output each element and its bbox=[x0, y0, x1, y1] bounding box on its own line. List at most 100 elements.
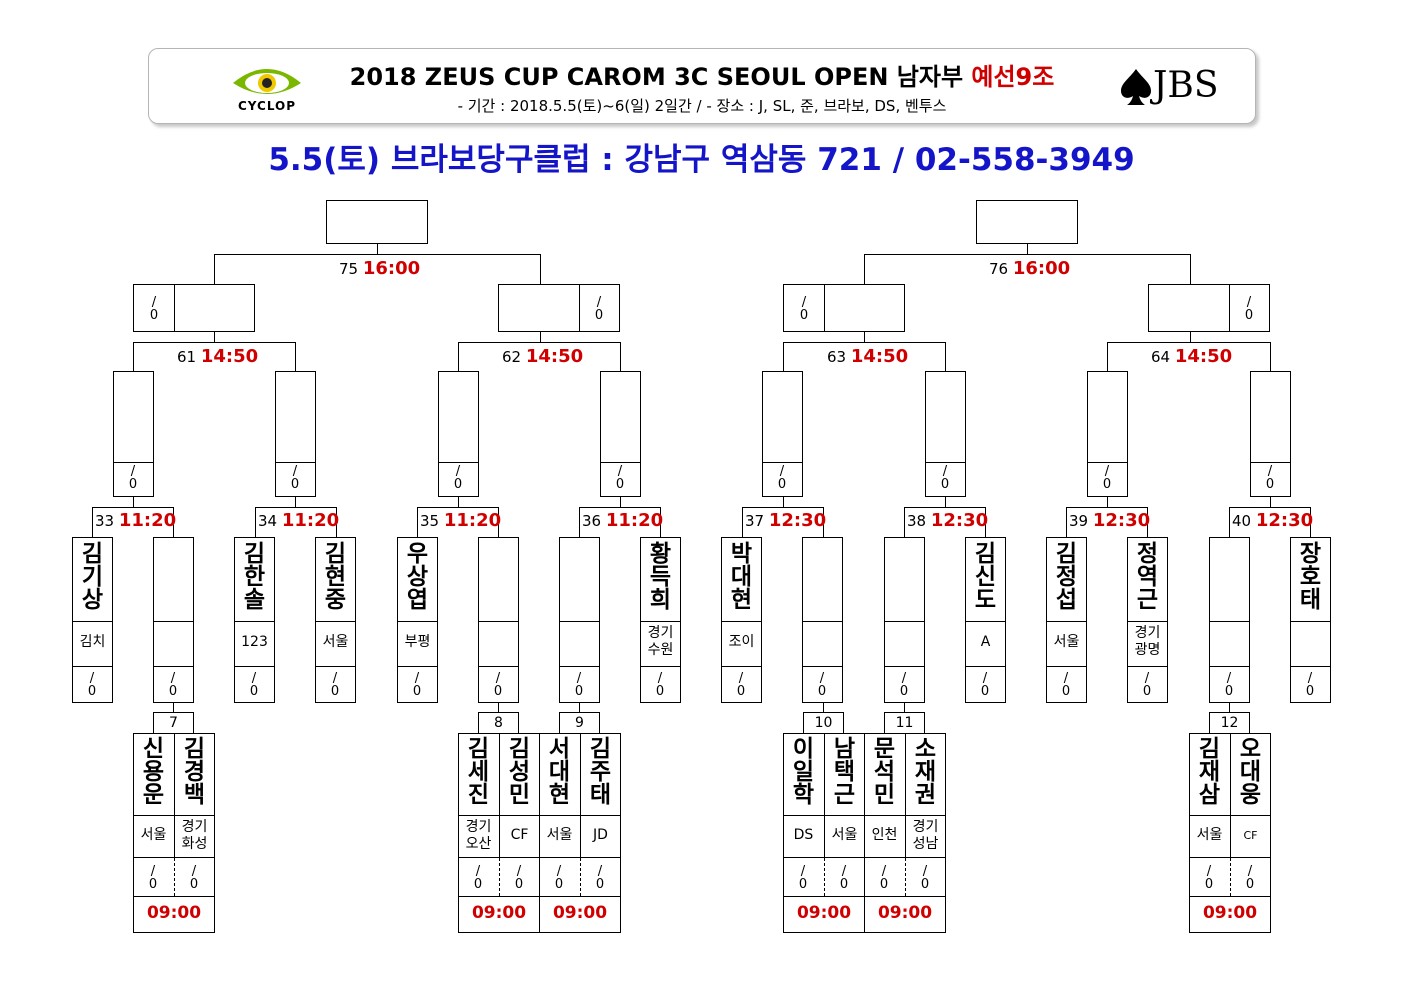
player-name: 김경백 bbox=[183, 736, 206, 808]
player-club: CF bbox=[1243, 829, 1258, 842]
player-name: 문석민 bbox=[873, 736, 896, 808]
bracket-line bbox=[539, 896, 621, 897]
score-placeholder: / 0 bbox=[1245, 864, 1255, 892]
bracket-line bbox=[742, 507, 743, 537]
player-box bbox=[762, 371, 803, 497]
match-number: 40 bbox=[1232, 512, 1256, 530]
bracket-line bbox=[498, 507, 499, 537]
player-name: 김정섭 bbox=[1055, 541, 1078, 613]
bracket-line bbox=[377, 244, 378, 254]
bracket-line bbox=[214, 254, 541, 255]
bracket-line bbox=[1107, 342, 1271, 343]
match-number: 39 bbox=[1069, 512, 1093, 530]
match-time: 11:20 bbox=[118, 510, 177, 531]
player-name: 황득희 bbox=[649, 541, 672, 613]
score-placeholder: / 0 bbox=[493, 671, 503, 699]
score-placeholder: / 0 bbox=[554, 864, 564, 892]
bracket-line bbox=[540, 332, 541, 342]
match-time: 12:30 bbox=[930, 510, 989, 531]
bracket-line bbox=[458, 497, 459, 507]
match-time: 11:20 bbox=[605, 510, 664, 531]
player-name: 남택근 bbox=[833, 736, 856, 808]
score-placeholder: / 0 bbox=[1061, 671, 1071, 699]
divider bbox=[721, 621, 762, 622]
bracket-line bbox=[458, 342, 459, 372]
match-label: 36 11:20 bbox=[582, 510, 663, 531]
bracket-line bbox=[458, 896, 540, 897]
match-label: 61 14:50 bbox=[177, 346, 258, 367]
player-box bbox=[1127, 537, 1168, 703]
score-placeholder: / 0 bbox=[799, 295, 809, 323]
divider bbox=[802, 621, 843, 622]
bracket-line bbox=[1230, 733, 1231, 858]
bracket-line bbox=[783, 857, 865, 858]
bracket-line bbox=[945, 342, 946, 372]
score-placeholder: / 0 bbox=[615, 464, 625, 492]
bracket-line bbox=[904, 507, 986, 508]
bracket-line bbox=[1270, 497, 1271, 507]
player-club: DS bbox=[793, 827, 814, 843]
match-label: 40 12:30 bbox=[1232, 510, 1313, 531]
player-club: 서울 bbox=[1196, 827, 1223, 843]
match-number-tab: 10 bbox=[803, 712, 844, 734]
divider bbox=[1209, 666, 1250, 667]
score-placeholder: / 0 bbox=[940, 464, 950, 492]
divider bbox=[1290, 666, 1331, 667]
bracket-line bbox=[1189, 815, 1271, 816]
bracket-line bbox=[133, 857, 215, 858]
player-box bbox=[72, 537, 113, 703]
event-info: - 기간 : 2018.5.5(토)~6(일) 2일간 / - 장소 : J, … bbox=[457, 97, 947, 115]
score-placeholder: / 0 bbox=[1244, 295, 1254, 323]
player-box bbox=[1290, 537, 1331, 703]
match-time: 09:00 bbox=[471, 903, 527, 923]
player-box bbox=[640, 537, 681, 703]
match-number-tab: 8 bbox=[478, 712, 519, 734]
player-name: 오대웅 bbox=[1239, 736, 1262, 808]
player-name: 김재삼 bbox=[1198, 736, 1221, 808]
player-club: 123 bbox=[241, 634, 268, 650]
spade-icon bbox=[1121, 69, 1151, 105]
bracket-line bbox=[580, 733, 581, 858]
divider bbox=[275, 462, 316, 463]
player-club: 서울 bbox=[322, 634, 349, 650]
player-box bbox=[1046, 537, 1087, 703]
player-box bbox=[824, 284, 905, 332]
player-club: 부평 bbox=[404, 634, 431, 650]
score-placeholder: / 0 bbox=[1265, 464, 1275, 492]
eye-icon bbox=[233, 69, 301, 94]
divider bbox=[600, 462, 641, 463]
match-time: 09:00 bbox=[796, 903, 852, 923]
match-time: 09:00 bbox=[146, 903, 202, 923]
score-placeholder: / 0 bbox=[87, 671, 97, 699]
bracket-line bbox=[133, 896, 215, 897]
match-time: 14:50 bbox=[200, 346, 259, 367]
bracket-line bbox=[1189, 857, 1271, 858]
bracket-line bbox=[1229, 507, 1230, 537]
player-club: 서울 bbox=[831, 827, 858, 843]
match-label: 34 11:20 bbox=[258, 510, 339, 531]
match-number: 34 bbox=[258, 512, 282, 530]
player-club: 조이 bbox=[728, 634, 755, 650]
bracket-line bbox=[173, 703, 174, 712]
bracket-line bbox=[92, 507, 174, 508]
bracket-line bbox=[823, 703, 824, 712]
divider bbox=[72, 621, 113, 622]
bracket-line bbox=[255, 507, 256, 537]
player-club: 서울 bbox=[1053, 634, 1080, 650]
bracket-line bbox=[458, 857, 540, 858]
match-label: 64 14:50 bbox=[1151, 346, 1232, 367]
player-club: 경기 성남 bbox=[912, 819, 939, 852]
bracket-line bbox=[824, 733, 825, 858]
divider bbox=[721, 666, 762, 667]
score-placeholder: / 0 bbox=[899, 671, 909, 699]
bracket-line bbox=[133, 342, 296, 343]
match-time: 11:20 bbox=[443, 510, 502, 531]
bracket-line bbox=[1107, 497, 1108, 507]
match-time: 09:00 bbox=[877, 903, 933, 923]
bracket-line bbox=[498, 703, 499, 712]
cyclop-logo: CYCLOP bbox=[227, 59, 307, 115]
player-box bbox=[397, 537, 438, 703]
score-placeholder: / 0 bbox=[189, 864, 199, 892]
bracket-line bbox=[133, 497, 134, 507]
score-placeholder: / 0 bbox=[330, 671, 340, 699]
